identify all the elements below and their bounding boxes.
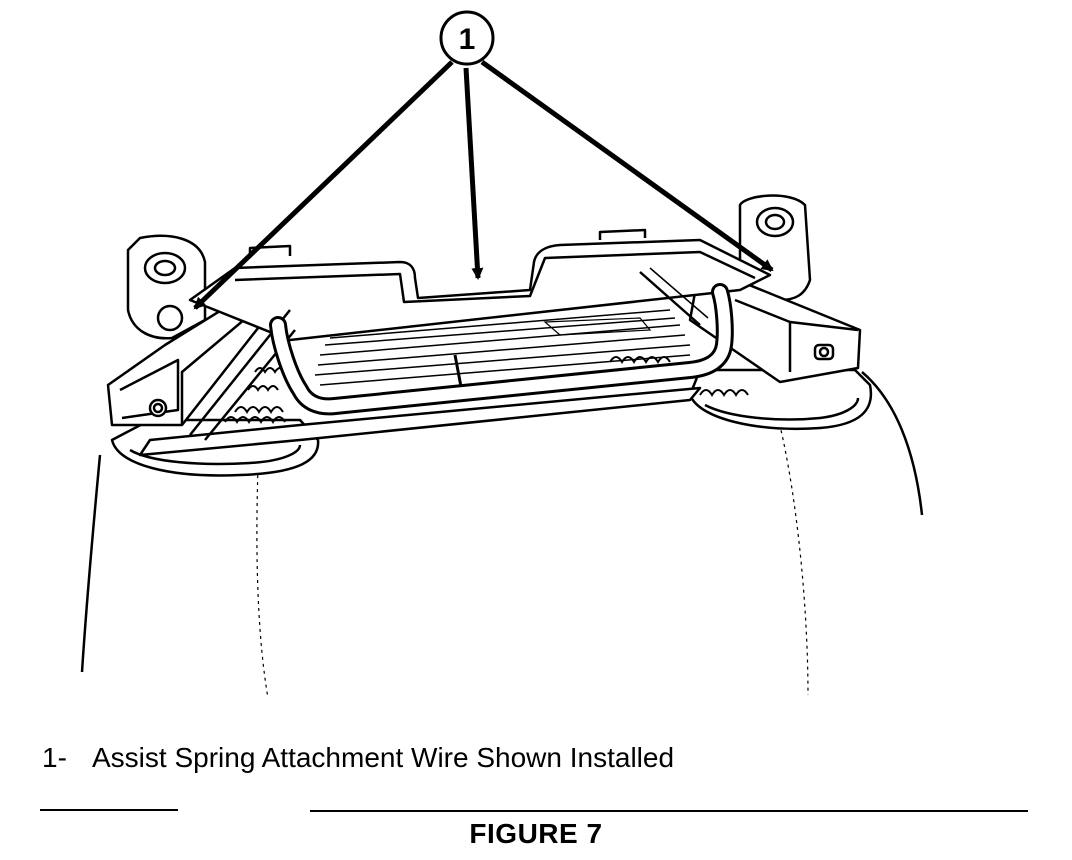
legend-item-text: Assist Spring Attachment Wire Shown Inst…	[92, 742, 675, 773]
left-hinge-bracket	[126, 234, 207, 340]
seat-contour-lines	[256, 409, 809, 699]
seat-cushion-outline	[80, 371, 924, 673]
front-cross-rail	[138, 309, 702, 457]
right-riser-mount	[688, 368, 873, 430]
divider-short	[40, 809, 178, 811]
right-seat-rail	[688, 263, 862, 384]
seat-frame-tray	[188, 228, 772, 342]
figure-caption: FIGURE 7	[469, 818, 603, 849]
assist-spring-attachment-wire	[269, 283, 734, 416]
callout-leader-lines	[193, 59, 774, 310]
divider-long	[310, 810, 1028, 812]
callout-bubble: 1	[439, 10, 495, 66]
assist-spring-mat	[314, 309, 691, 393]
left-spring-coils	[224, 367, 286, 424]
seat-assist-spring-diagram: 1	[80, 10, 924, 699]
callout-number: 1	[459, 23, 476, 56]
right-spring-coils	[609, 267, 749, 397]
legend-item: 1- Assist Spring Attachment Wire Shown In…	[42, 742, 674, 774]
legend-item-number: 1-	[42, 742, 67, 773]
